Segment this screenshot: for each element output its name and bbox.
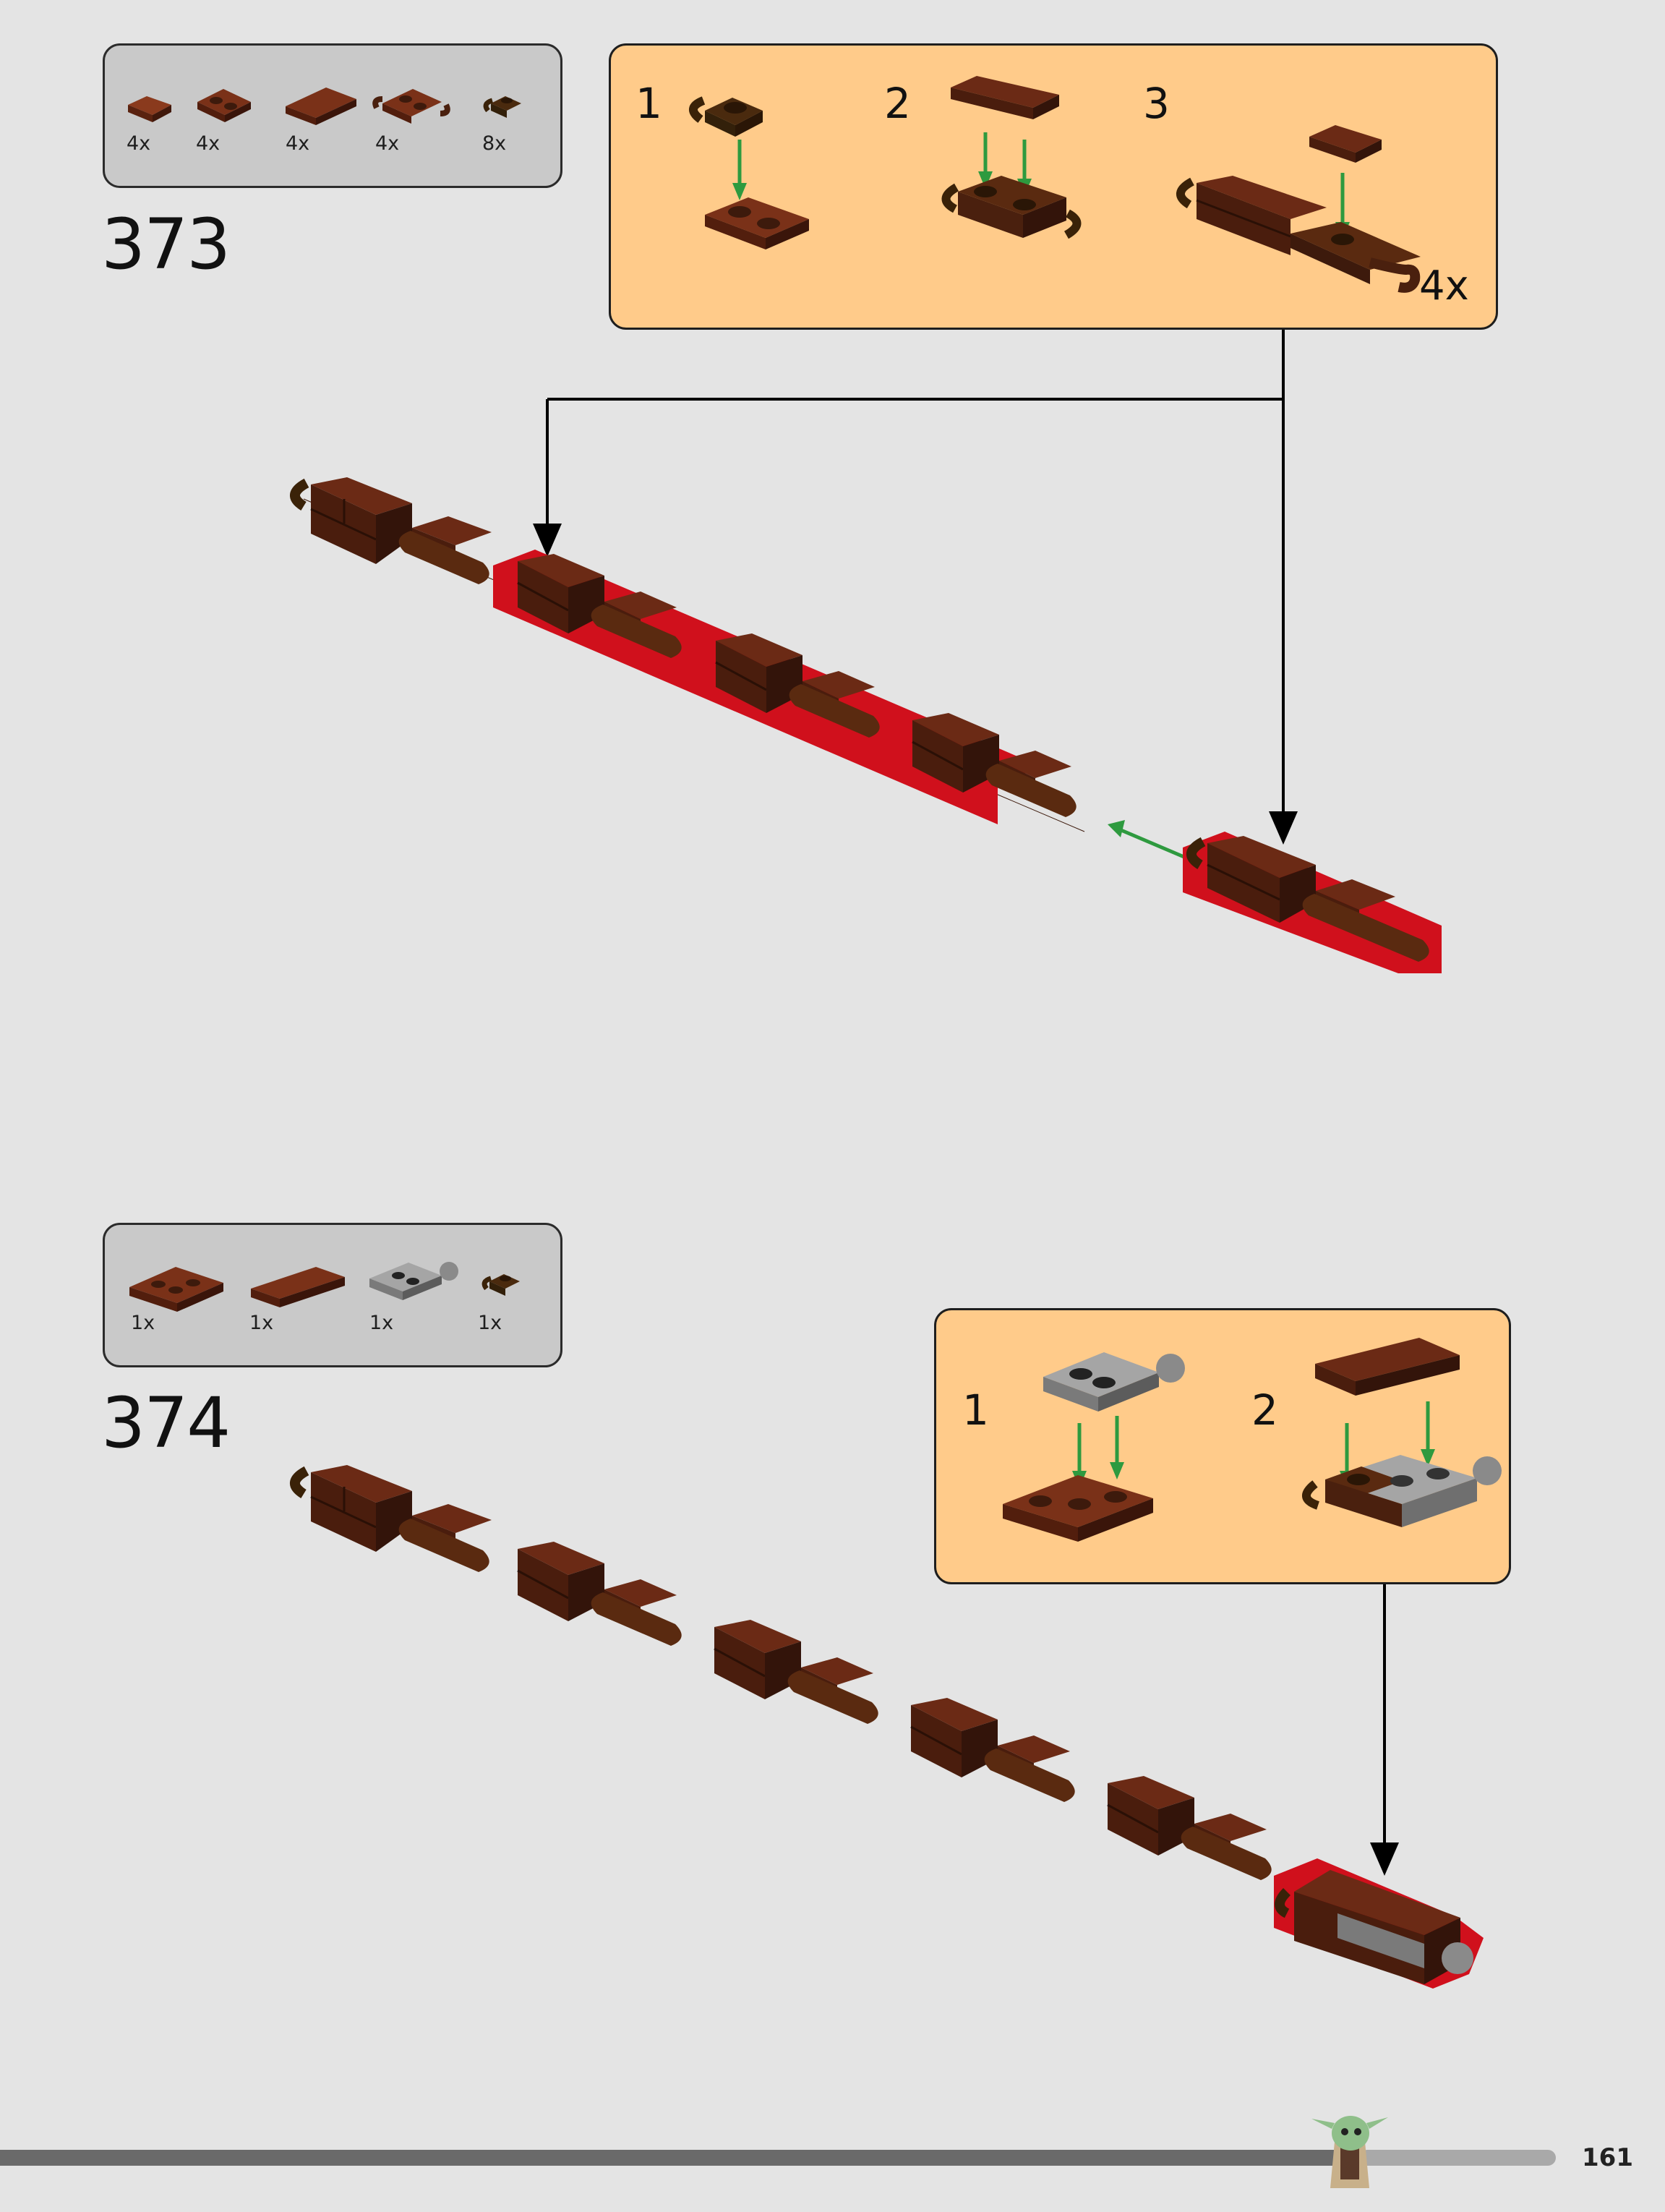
page-number: 161 [1582, 2143, 1633, 2172]
